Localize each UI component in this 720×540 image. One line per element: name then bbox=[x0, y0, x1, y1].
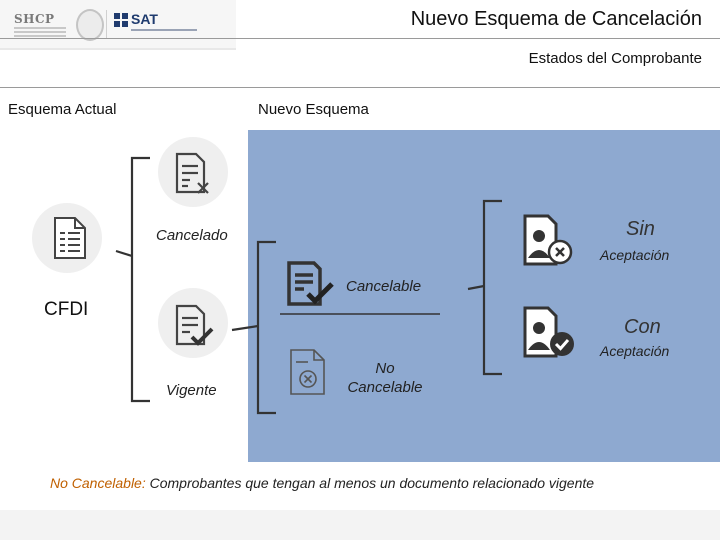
government-seal-icon bbox=[76, 9, 104, 41]
node-sin-aceptacion: Aceptación bbox=[600, 247, 670, 263]
document-x-outline-icon bbox=[290, 349, 325, 395]
sat-logo-subtext bbox=[131, 29, 197, 31]
bottom-band bbox=[0, 510, 720, 540]
icon-circle-vigente bbox=[158, 288, 228, 358]
footnote: No Cancelable: Comprobantes que tengan a… bbox=[50, 475, 594, 491]
node-sin: Sin bbox=[626, 218, 655, 240]
node-no-cancelable: No Cancelable bbox=[347, 360, 423, 396]
column-label-nuevo: Nuevo Esquema bbox=[258, 101, 369, 118]
node-cancelable: Cancelable bbox=[346, 278, 422, 295]
section-divider bbox=[0, 87, 720, 88]
document-check-icon bbox=[175, 304, 214, 346]
node-cfdi: CFDI bbox=[44, 299, 89, 320]
person-x-icon bbox=[523, 214, 573, 266]
page-subtitle: Estados del Comprobante bbox=[528, 50, 702, 67]
footnote-term: No Cancelable: bbox=[50, 475, 146, 491]
shcp-logo-subtext bbox=[14, 27, 66, 37]
column-label-actual: Esquema Actual bbox=[8, 101, 117, 118]
sat-logo-icon bbox=[114, 13, 128, 27]
person-check-icon bbox=[523, 306, 574, 358]
document-icon bbox=[54, 217, 86, 259]
shcp-logo: SHCP bbox=[14, 12, 55, 26]
title-divider bbox=[0, 38, 720, 39]
document-check-icon bbox=[287, 261, 334, 306]
node-vigente: Vigente bbox=[166, 382, 217, 399]
node-cancelado: Cancelado bbox=[156, 227, 228, 244]
logo-divider bbox=[106, 10, 107, 38]
document-x-icon bbox=[175, 152, 209, 194]
page-title: Nuevo Esquema de Cancelación bbox=[410, 8, 702, 30]
sat-logo: SAT bbox=[131, 11, 158, 27]
footnote-text: Comprobantes que tengan al menos un docu… bbox=[149, 475, 595, 491]
node-con-aceptacion: Aceptación bbox=[600, 343, 670, 359]
node-con: Con bbox=[624, 316, 661, 338]
